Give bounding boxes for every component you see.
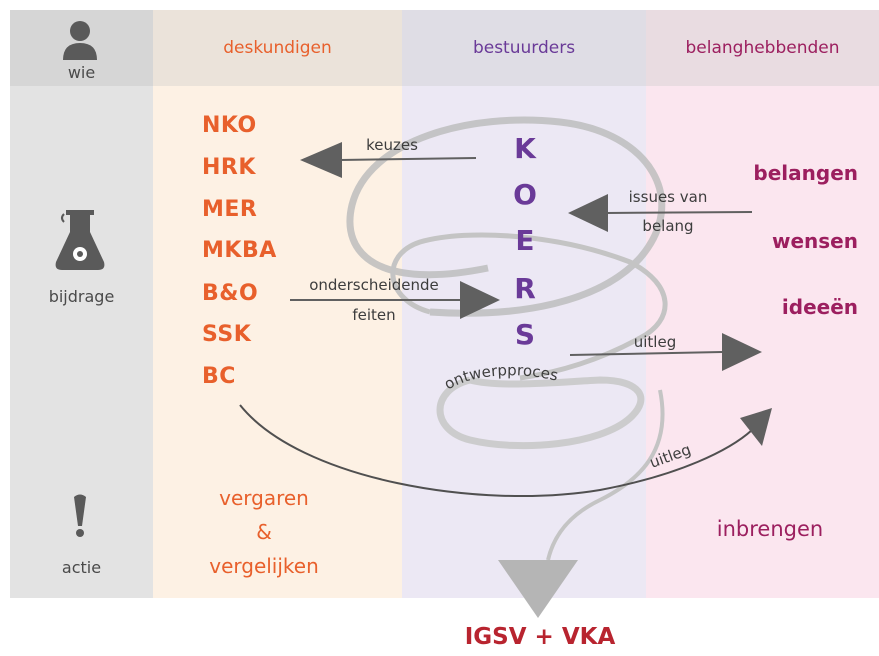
bestuurders-column [402,10,646,598]
uitleg-curve-arrow-head [740,408,772,446]
koers-letter-o: O [513,178,537,211]
expert-bc: BC [202,364,236,389]
ontwerpproces-loop [436,376,645,450]
uitleg-curve [239,404,753,498]
onderscheidende-label-line2: feiten [352,306,396,324]
issues-label-line2: belang [642,217,694,235]
koers-loop [346,116,666,317]
issues-label-line1: issues van [628,188,708,206]
belanghebbenden-column [646,10,879,598]
keuzes-arrow-head [300,142,342,178]
koers-letter-s: S [514,318,536,351]
action-ampersand: & [256,520,272,544]
header-band [153,10,879,86]
expert-mkba: MKBA [202,238,277,263]
feiten-arrow-head [460,281,500,319]
row-label-actie: actie [61,558,102,577]
expert-bo: B&O [202,281,259,306]
stakeholder-ideeen: ideeën [781,295,858,319]
deskundigen-column [153,10,402,598]
header-belanghebbenden: belanghebbenden [685,38,840,58]
uitleg-top-label: uitleg [633,333,677,351]
koers-letter-e: E [515,224,535,257]
issues-arrow-head [568,194,608,232]
uitleg-top-arrow-head [722,333,762,371]
person-icon [63,21,97,60]
onderscheidende-label-line1: onderscheidende [309,276,439,294]
result-label: IGSV + VKA [464,624,616,650]
koers-letter-k: K [514,132,536,165]
header-deskundigen: deskundigen [223,38,332,58]
expert-mer: MER [202,197,258,222]
stakeholder-wensen: wensen [772,229,858,253]
action-inbrengen: inbrengen [716,517,824,541]
ontwerpproces-label: ontwerpproces [441,361,560,393]
stakeholder-belangen: belangen [753,161,858,185]
expert-nko: NKO [202,113,257,138]
keuzes-label: keuzes [366,136,418,154]
expert-ssk: SSK [202,322,252,347]
row-label-bijdrage: bijdrage [48,287,115,306]
row-label-wie: wie [67,63,96,82]
ontwerpproces-stem [546,389,665,561]
action-vergelijken: vergelijken [209,554,319,578]
expert-hrk: HRK [202,155,256,180]
header-bestuurders: bestuurders [472,38,576,58]
exclamation-icon [74,494,86,537]
action-vergaren: vergaren [219,486,309,510]
flask-icon [55,210,105,270]
koers-letter-r: R [514,272,536,305]
down-arrow-head [498,560,578,618]
